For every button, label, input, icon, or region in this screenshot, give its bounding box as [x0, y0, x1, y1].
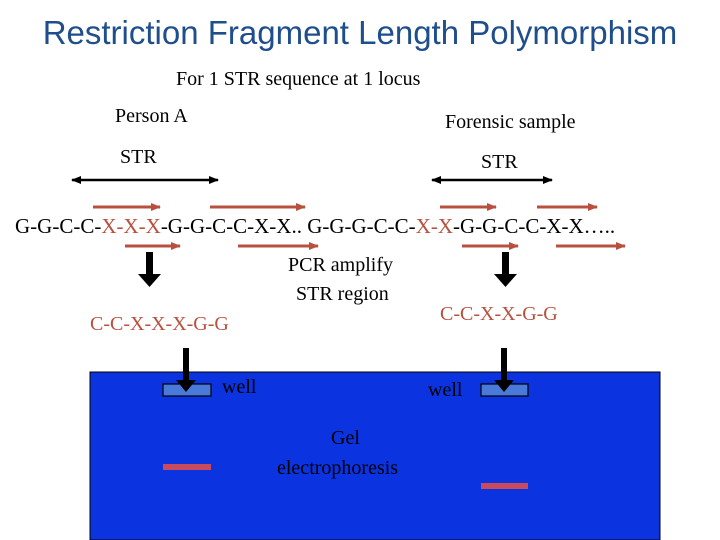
fragment-left: C-C-X-X-X-G-G	[90, 313, 229, 335]
sequence-part-3: -G-G-C-C-X-X…..	[453, 214, 616, 238]
str-label-right: STR	[481, 151, 518, 173]
gel-label-line-2: electrophoresis	[277, 457, 399, 479]
dna-sequence: G-G-C-C-X-X-X-G-G-C-C-X-X.. G-G-G-C-C-X-…	[15, 214, 615, 239]
down-arrow-right	[494, 252, 517, 287]
sequence-repeat-2: X-X	[415, 214, 454, 238]
well-arrow-left	[176, 348, 196, 392]
pcr-label-line-2: STR region	[296, 283, 389, 305]
sequence-part-2: -G-G-C-C-X-X.. G-G-G-C-C-	[160, 214, 416, 238]
well-label-left: well	[222, 376, 257, 398]
down-arrow-left	[138, 252, 161, 287]
band-left	[163, 464, 211, 470]
gel-label-line-1: Gel	[331, 427, 360, 449]
well-label-right: well	[428, 379, 463, 401]
pcr-label-line-1: PCR amplify	[288, 254, 394, 276]
sequence-part-1: G-G-C-C-	[15, 214, 102, 238]
sequence-repeat-1: X-X-X	[101, 214, 161, 238]
person-a-label: Person A	[115, 105, 188, 127]
band-right	[481, 483, 528, 489]
slide-title: Restriction Fragment Length Polymorphism	[42, 14, 678, 51]
subtitle: For 1 STR sequence at 1 locus	[176, 68, 421, 90]
str-label-left: STR	[120, 146, 157, 168]
gel-box	[89, 371, 661, 540]
forensic-sample-label: Forensic sample	[445, 111, 576, 133]
well-arrow-right	[494, 348, 514, 392]
fragment-right: C-C-X-X-G-G	[440, 303, 558, 325]
